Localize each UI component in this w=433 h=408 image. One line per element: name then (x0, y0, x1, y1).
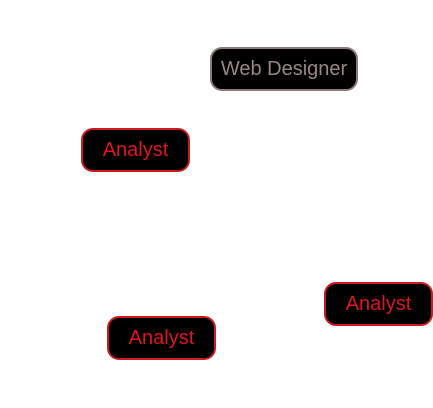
chip-label: Analyst (102, 139, 169, 161)
analyst-chip[interactable]: Analyst (324, 282, 433, 326)
analyst-chip[interactable]: Analyst (107, 316, 216, 360)
chip-label: Web Designer (220, 58, 348, 80)
chip-label: Analyst (345, 293, 412, 315)
analyst-chip[interactable]: Analyst (81, 128, 190, 172)
chip-label: Analyst (128, 327, 195, 349)
web-designer-chip[interactable]: Web Designer (210, 47, 358, 91)
